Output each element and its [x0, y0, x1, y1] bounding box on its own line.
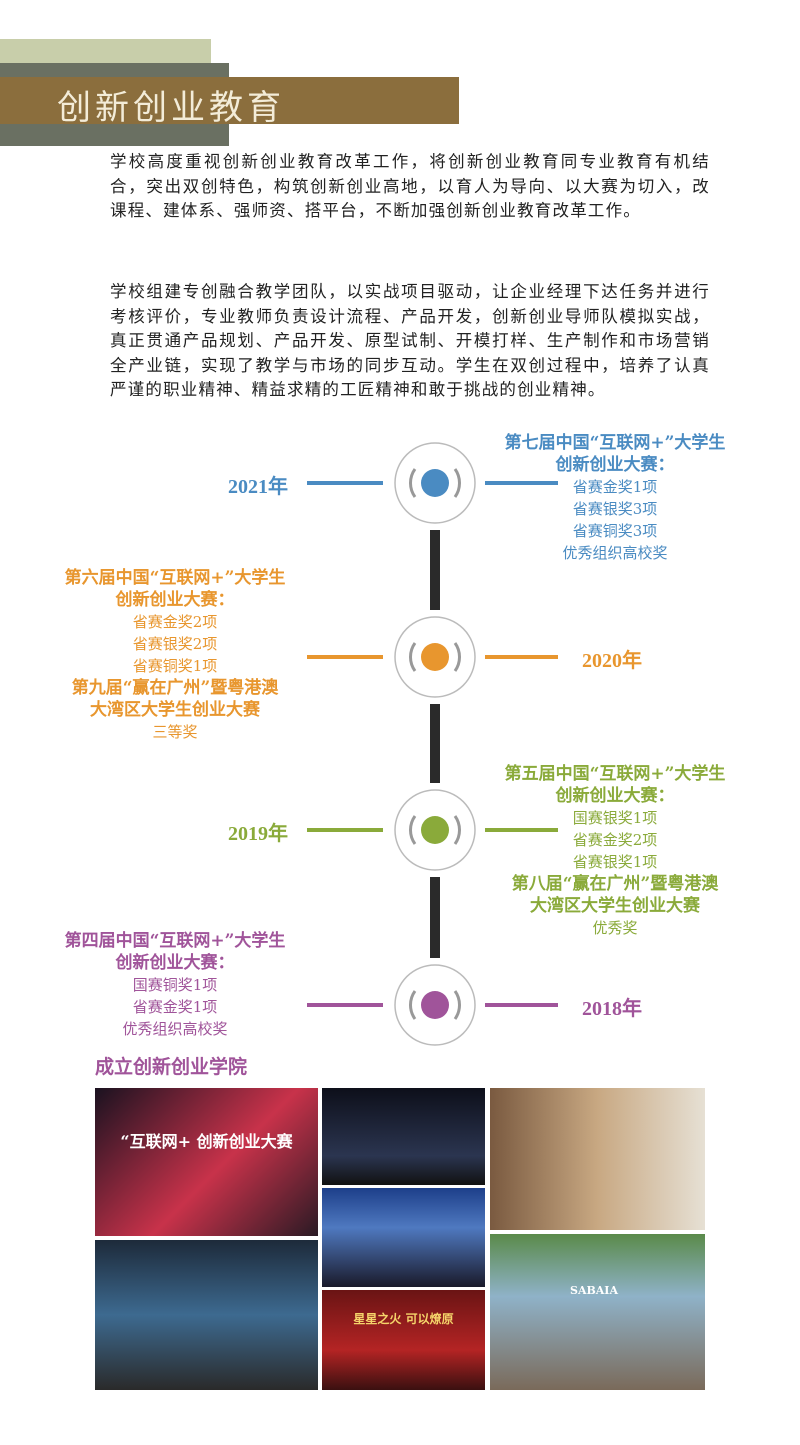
award-line: 第五届中国“互联网+”大学生	[504, 764, 726, 784]
timeline-line	[485, 1003, 558, 1007]
timeline-node	[393, 615, 477, 699]
timeline-award-block: 第七届中国“互联网+”大学生创新创业大赛： 省赛金奖1项省赛银奖3项省赛铜奖3项优…	[480, 432, 750, 564]
award-line: 创新创业大赛：	[115, 953, 235, 973]
photo-cafe: SABAIA	[490, 1234, 705, 1390]
photo-caption: 星星之火 可以燎原	[353, 1312, 454, 1326]
award-line: 省赛金奖2项	[572, 831, 658, 849]
award-line: 省赛铜奖1项	[132, 657, 218, 675]
page-title: 创新创业教育	[57, 88, 285, 128]
timeline-award-block: 第五届中国“互联网+”大学生创新创业大赛： 国赛银奖1项省赛金奖2项省赛银奖1项第…	[480, 763, 750, 939]
award-line: 创新创业大赛：	[555, 455, 675, 475]
header-band-light	[0, 39, 211, 63]
timeline-node	[393, 788, 477, 872]
timeline-award-block: 第六届中国“互联网+”大学生创新创业大赛： 省赛金奖2项省赛银奖2项省赛铜奖1项第…	[40, 567, 310, 743]
photo-corridor	[490, 1088, 705, 1230]
award-line: 创新创业大赛：	[115, 590, 235, 610]
photo-caption: SABAIA	[570, 1284, 618, 1297]
photo-award-ceremony: 星星之火 可以燎原	[322, 1290, 485, 1390]
award-line: 第八届“赢在广州”暨粤港澳	[511, 874, 719, 894]
timeline-year: 2019年	[228, 823, 288, 845]
timeline-connector	[430, 877, 440, 958]
timeline-year: 2018年	[582, 998, 642, 1020]
award-line: 大湾区大学生创业大赛	[530, 896, 700, 916]
timeline-line	[307, 828, 383, 832]
award-line: 创新创业大赛：	[555, 786, 675, 806]
team-paragraph: 学校组建专创融合教学团队，以实战项目驱动，让企业经理下达任务并进行考核评价，专业…	[110, 282, 710, 399]
timeline-node	[393, 441, 477, 525]
intro-paragraph: 学校高度重视创新创业教育改革工作，将创新创业教育同专业教育有机结合，突出双创特色…	[110, 152, 710, 220]
timeline-line	[485, 481, 558, 485]
award-line: 省赛金奖1项	[572, 478, 658, 496]
award-line: 三等奖	[152, 723, 198, 741]
award-line: 省赛金奖1项	[132, 998, 218, 1016]
timeline-node	[393, 963, 477, 1047]
timeline-award-block: 第四届中国“互联网+”大学生创新创业大赛： 国赛铜奖1项省赛金奖1项优秀组织高校奖	[40, 930, 310, 1040]
timeline-connector	[430, 530, 440, 610]
award-line: 省赛铜奖3项	[572, 522, 658, 540]
award-line: 优秀组织高校奖	[122, 1020, 228, 1038]
award-line: 优秀奖	[592, 919, 638, 937]
header-band-brown	[0, 77, 459, 124]
gallery-title: 成立创新创业学院	[95, 1056, 248, 1078]
award-line: 省赛金奖2项	[132, 613, 218, 631]
award-line: 第六届中国“互联网+”大学生	[64, 568, 286, 588]
award-line: 第七届中国“互联网+”大学生	[504, 433, 726, 453]
timeline-year: 2020年	[582, 650, 642, 672]
timeline-year: 2021年	[228, 476, 288, 498]
photo-presentation	[322, 1088, 485, 1185]
photo-stage-launch	[95, 1240, 318, 1390]
award-line: 第四届中国“互联网+”大学生	[64, 931, 286, 951]
award-line: 大湾区大学生创业大赛	[90, 700, 260, 720]
timeline-line	[485, 655, 558, 659]
award-line: 省赛银奖3项	[572, 500, 658, 518]
award-line: 省赛银奖1项	[572, 853, 658, 871]
award-line: 省赛银奖2项	[132, 635, 218, 653]
timeline-line	[307, 481, 383, 485]
award-line: 第九届“赢在广州”暨粤港澳	[71, 678, 279, 698]
photo-stage-contest: “互联网+ 创新创业大赛	[95, 1088, 318, 1236]
timeline-line	[307, 1003, 383, 1007]
award-line: 国赛铜奖1项	[132, 976, 218, 994]
photo-caption: “互联网+ 创新创业大赛	[120, 1132, 293, 1151]
timeline-line	[485, 828, 558, 832]
award-line: 国赛银奖1项	[572, 809, 658, 827]
photo-group-stage	[322, 1188, 485, 1287]
award-line: 优秀组织高校奖	[562, 544, 668, 562]
timeline-line	[307, 655, 383, 659]
timeline-connector	[430, 704, 440, 783]
